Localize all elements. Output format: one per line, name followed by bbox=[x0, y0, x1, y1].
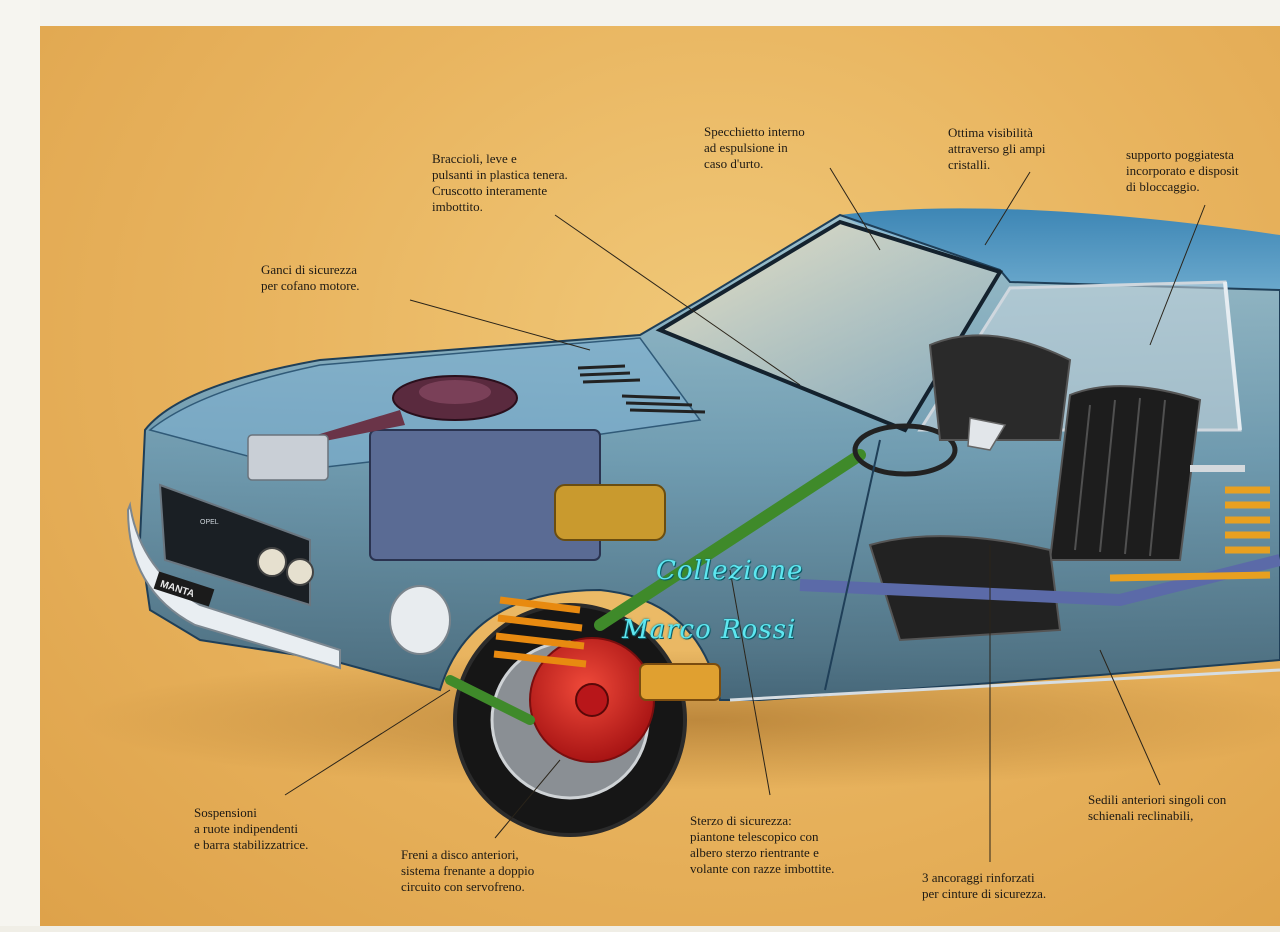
front-suspension-spring bbox=[493, 596, 587, 668]
front-seat-back bbox=[1048, 385, 1202, 561]
callout-poggiatesta: supporto poggiatesta incorporato e dispo… bbox=[1126, 147, 1239, 194]
car-roof bbox=[840, 208, 1280, 290]
callout-visibilita: Ottima visibilità attraverso gli ampi cr… bbox=[948, 125, 1046, 172]
brake-caliper bbox=[639, 663, 721, 701]
windscreen bbox=[655, 219, 1004, 433]
watermark-line-2: Marco Rossi bbox=[622, 615, 797, 645]
steering-column bbox=[594, 449, 866, 631]
b-pillar bbox=[1223, 281, 1242, 431]
door-handle bbox=[1190, 465, 1245, 472]
callout-sospensioni: Sospensioni a ruote indipendenti e barra… bbox=[194, 805, 309, 852]
scan-margin-left bbox=[0, 0, 40, 932]
front-hub bbox=[575, 683, 609, 717]
brake-servo bbox=[554, 484, 666, 541]
callout-sterzo: Sterzo di sicurezza: piantone telescopic… bbox=[690, 813, 835, 876]
headlight-left bbox=[257, 547, 287, 577]
sill-trim bbox=[729, 668, 1280, 702]
stabilizer-arm bbox=[445, 675, 535, 725]
callout-freni: Freni a disco anteriori, sistema frenant… bbox=[401, 847, 535, 894]
grille-badge: OPEL bbox=[200, 519, 219, 526]
scan-margin-top bbox=[0, 0, 1280, 26]
rear-link bbox=[1109, 571, 1271, 582]
rear-suspension-spring bbox=[1225, 486, 1270, 554]
battery bbox=[247, 434, 329, 481]
alternator bbox=[389, 585, 451, 655]
seat-stitching bbox=[1074, 397, 1166, 557]
callout-ancoraggi: 3 ancoraggi rinforzati per cinture di si… bbox=[922, 870, 1047, 901]
door-line bbox=[824, 439, 881, 691]
callout-braccioli: Braccioli, leve e pulsanti in plastica t… bbox=[432, 151, 568, 214]
steering-wheel bbox=[852, 423, 958, 477]
hood-vents bbox=[577, 364, 706, 414]
callout-specchietto: Specchietto interno ad espulsione in cas… bbox=[704, 124, 805, 171]
rear-seat bbox=[928, 334, 1072, 441]
callout-sedili: Sedili anteriori singoli con schienali r… bbox=[1088, 792, 1227, 823]
scan-margin-bottom bbox=[0, 926, 1280, 932]
side-mirror bbox=[967, 417, 1007, 451]
callout-ganci: Ganci di sicurezza per cofano motore. bbox=[261, 262, 360, 293]
callout-leader-lines bbox=[284, 167, 1206, 862]
license-plate bbox=[153, 571, 215, 607]
headlight-right bbox=[286, 558, 314, 586]
air-filter-cap bbox=[419, 380, 491, 404]
watermark-line-1: Collezione bbox=[656, 556, 804, 586]
